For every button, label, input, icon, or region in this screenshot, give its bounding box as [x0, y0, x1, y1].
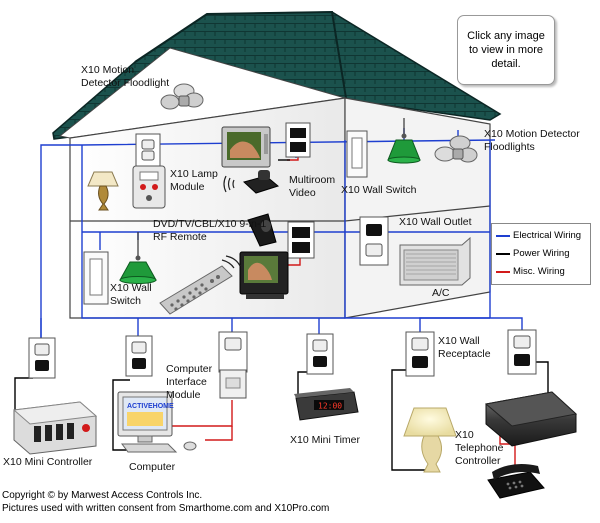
mini-timer[interactable]: 12:00: [294, 388, 359, 421]
computer-interface-module[interactable]: [218, 331, 248, 399]
legend-label: Power Wiring: [513, 248, 570, 259]
motion-floodlight-right[interactable]: [434, 135, 478, 163]
label-lamp-module: X10 Lamp Module: [170, 168, 218, 193]
wall-switch-upper[interactable]: [346, 130, 368, 178]
pendant-lamp-lower[interactable]: [119, 232, 157, 284]
label-wall-receptacle: X10 Wall Receptacle: [438, 335, 491, 360]
label-mini-timer: X10 Mini Timer: [290, 434, 361, 446]
universal-remote[interactable]: [159, 255, 241, 315]
info-box[interactable]: Click any image to view in more detail.: [457, 15, 555, 85]
label-computer-interface: Computer Interface Module: [166, 363, 213, 401]
outlet-computer[interactable]: [125, 335, 153, 377]
label-ac: A/C: [432, 287, 450, 299]
outlet-telephone-controller[interactable]: [507, 329, 537, 375]
pendant-lamp-upper[interactable]: [387, 118, 421, 164]
basement-lamp[interactable]: [403, 407, 457, 473]
legend-item-electrical: Electrical Wiring: [496, 229, 590, 242]
consent-line: Pictures used with written consent from …: [2, 503, 330, 514]
legend-swatch: [496, 253, 510, 255]
label-computer: Computer: [129, 461, 176, 473]
legend-label: Misc. Wiring: [513, 266, 565, 277]
wiring-legend: Electrical Wiring Power Wiring Misc. Wir…: [491, 223, 591, 285]
legend-label: Electrical Wiring: [513, 230, 582, 241]
basement-outlets: [28, 329, 537, 399]
lower-tv[interactable]: [239, 251, 289, 299]
label-telephone-controller: X10 Telephone Controller: [455, 429, 504, 467]
motion-floodlight-left[interactable]: [160, 83, 204, 110]
air-conditioner[interactable]: [399, 236, 471, 286]
copyright-line: Copyright © by Marwest Access Controls I…: [2, 490, 203, 501]
label-motion-floodlight-right: X10 Motion Detector Floodlights: [484, 128, 580, 153]
outlet-mini-timer[interactable]: [306, 333, 334, 375]
upper-outlet[interactable]: [135, 133, 161, 167]
wall-outlet-ac[interactable]: [359, 216, 389, 266]
video-outlet-lower[interactable]: [287, 221, 315, 259]
timer-display: 12:00: [318, 402, 342, 411]
label-mini-controller: X10 Mini Controller: [3, 456, 93, 468]
telephone-controller-unit[interactable]: [484, 391, 578, 447]
info-box-text: Click any image to view in more detail.: [467, 30, 545, 70]
label-wall-switch-upper: X10 Wall Switch: [341, 184, 417, 196]
label-remote: DVD/TV/CBL/X10 9-in-1 RF Remote: [153, 218, 267, 243]
legend-swatch: [496, 271, 510, 273]
lamp-module[interactable]: [132, 165, 166, 209]
telephone[interactable]: [487, 464, 545, 499]
table-lamp[interactable]: [87, 171, 119, 211]
video-outlet-upper[interactable]: [285, 122, 311, 158]
label-wall-outlet: X10 Wall Outlet: [399, 216, 472, 228]
video-transmitter[interactable]: [223, 170, 280, 194]
handheld-remote[interactable]: [247, 213, 277, 247]
wall-switch-lower[interactable]: [83, 251, 109, 305]
wall-receptacle[interactable]: [405, 331, 435, 377]
legend-item-power: Power Wiring: [496, 247, 590, 260]
computer[interactable]: ACTIVEHOME: [117, 391, 197, 453]
label-multiroom-video: Multiroom Video: [289, 174, 336, 199]
legend-item-misc: Misc. Wiring: [496, 265, 590, 278]
mini-controller[interactable]: [12, 401, 98, 455]
label-motion-floodlight-left: X10 Motion Detector Floodlight: [81, 64, 170, 89]
computer-screen-text: ACTIVEHOME: [127, 403, 174, 410]
copyright-notice: Copyright © by Marwest Access Controls I…: [2, 489, 329, 515]
multiroom-tv[interactable]: [221, 126, 271, 168]
label-wall-switch-lower: X10 Wall Switch: [110, 282, 152, 307]
outlet-mini-controller[interactable]: [28, 337, 56, 379]
legend-swatch: [496, 235, 510, 237]
